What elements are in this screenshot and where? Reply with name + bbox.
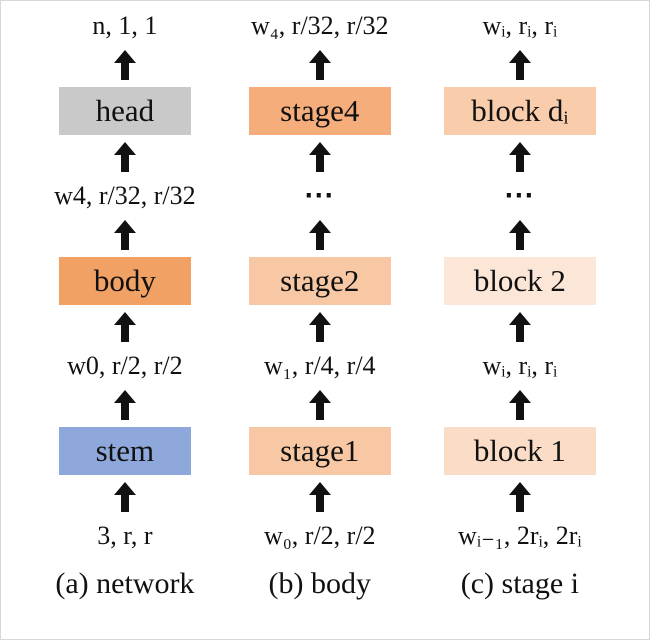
node-head: head — [58, 87, 191, 135]
input-shape-label: wᵢ₋₁, 2rᵢ, 2rᵢ — [458, 521, 582, 550]
up-arrow-icon — [308, 482, 332, 512]
up-arrow-icon — [308, 50, 332, 80]
output-shape-label: n, 1, 1 — [92, 11, 158, 40]
stage-flow: wᵢ, rᵢ, rᵢ block dᵢ ⋯ block 2 wᵢ, rᵢ, rᵢ… — [443, 9, 596, 553]
up-arrow-icon — [508, 220, 532, 250]
up-arrow-icon — [508, 390, 532, 420]
caption-network: (a) network — [55, 567, 195, 600]
column-body: w₄, r/32, r/32 stage4 ⋯ stage2 w₁, r/4, … — [248, 9, 391, 601]
ellipsis-dots: ⋯ — [503, 179, 536, 212]
network-flow: n, 1, 1 head w4, r/32, r/32 body w0, r/2… — [54, 9, 196, 553]
input-shape-label: w₀, r/2, r/2 — [263, 521, 376, 550]
column-network: n, 1, 1 head w4, r/32, r/32 body w0, r/2… — [54, 9, 196, 601]
output-shape-label: wᵢ, rᵢ, rᵢ — [482, 11, 558, 40]
up-arrow-icon — [508, 482, 532, 512]
node-block-di: block dᵢ — [443, 87, 596, 135]
body-flow: w₄, r/32, r/32 stage4 ⋯ stage2 w₁, r/4, … — [248, 9, 391, 553]
up-arrow-icon — [113, 482, 137, 512]
up-arrow-icon — [508, 312, 532, 342]
up-arrow-icon — [308, 312, 332, 342]
up-arrow-icon — [508, 142, 532, 172]
up-arrow-icon — [113, 50, 137, 80]
up-arrow-icon — [113, 220, 137, 250]
up-arrow-icon — [113, 142, 137, 172]
tensor-shape-label: wᵢ, rᵢ, rᵢ — [482, 351, 558, 380]
up-arrow-icon — [113, 312, 137, 342]
node-block-2: block 2 — [443, 257, 596, 305]
node-body: body — [58, 257, 191, 305]
column-stage: wᵢ, rᵢ, rᵢ block dᵢ ⋯ block 2 wᵢ, rᵢ, rᵢ… — [443, 9, 596, 601]
ellipsis-dots: ⋯ — [303, 179, 336, 212]
node-stage2: stage2 — [248, 257, 391, 305]
node-stem: stem — [58, 427, 191, 475]
node-stage4: stage4 — [248, 87, 391, 135]
up-arrow-icon — [308, 220, 332, 250]
up-arrow-icon — [113, 390, 137, 420]
node-stage1: stage1 — [248, 427, 391, 475]
up-arrow-icon — [508, 50, 532, 80]
up-arrow-icon — [308, 142, 332, 172]
caption-stage: (c) stage i — [460, 567, 580, 600]
up-arrow-icon — [308, 390, 332, 420]
node-block-1: block 1 — [443, 427, 596, 475]
input-shape-label: 3, r, r — [97, 521, 153, 550]
caption-body: (b) body — [268, 567, 371, 600]
tensor-shape-label: w₁, r/4, r/4 — [263, 351, 376, 380]
output-shape-label: w₄, r/32, r/32 — [250, 11, 389, 40]
tensor-shape-label: w0, r/2, r/2 — [67, 351, 183, 380]
tensor-shape-label: w4, r/32, r/32 — [54, 181, 196, 210]
